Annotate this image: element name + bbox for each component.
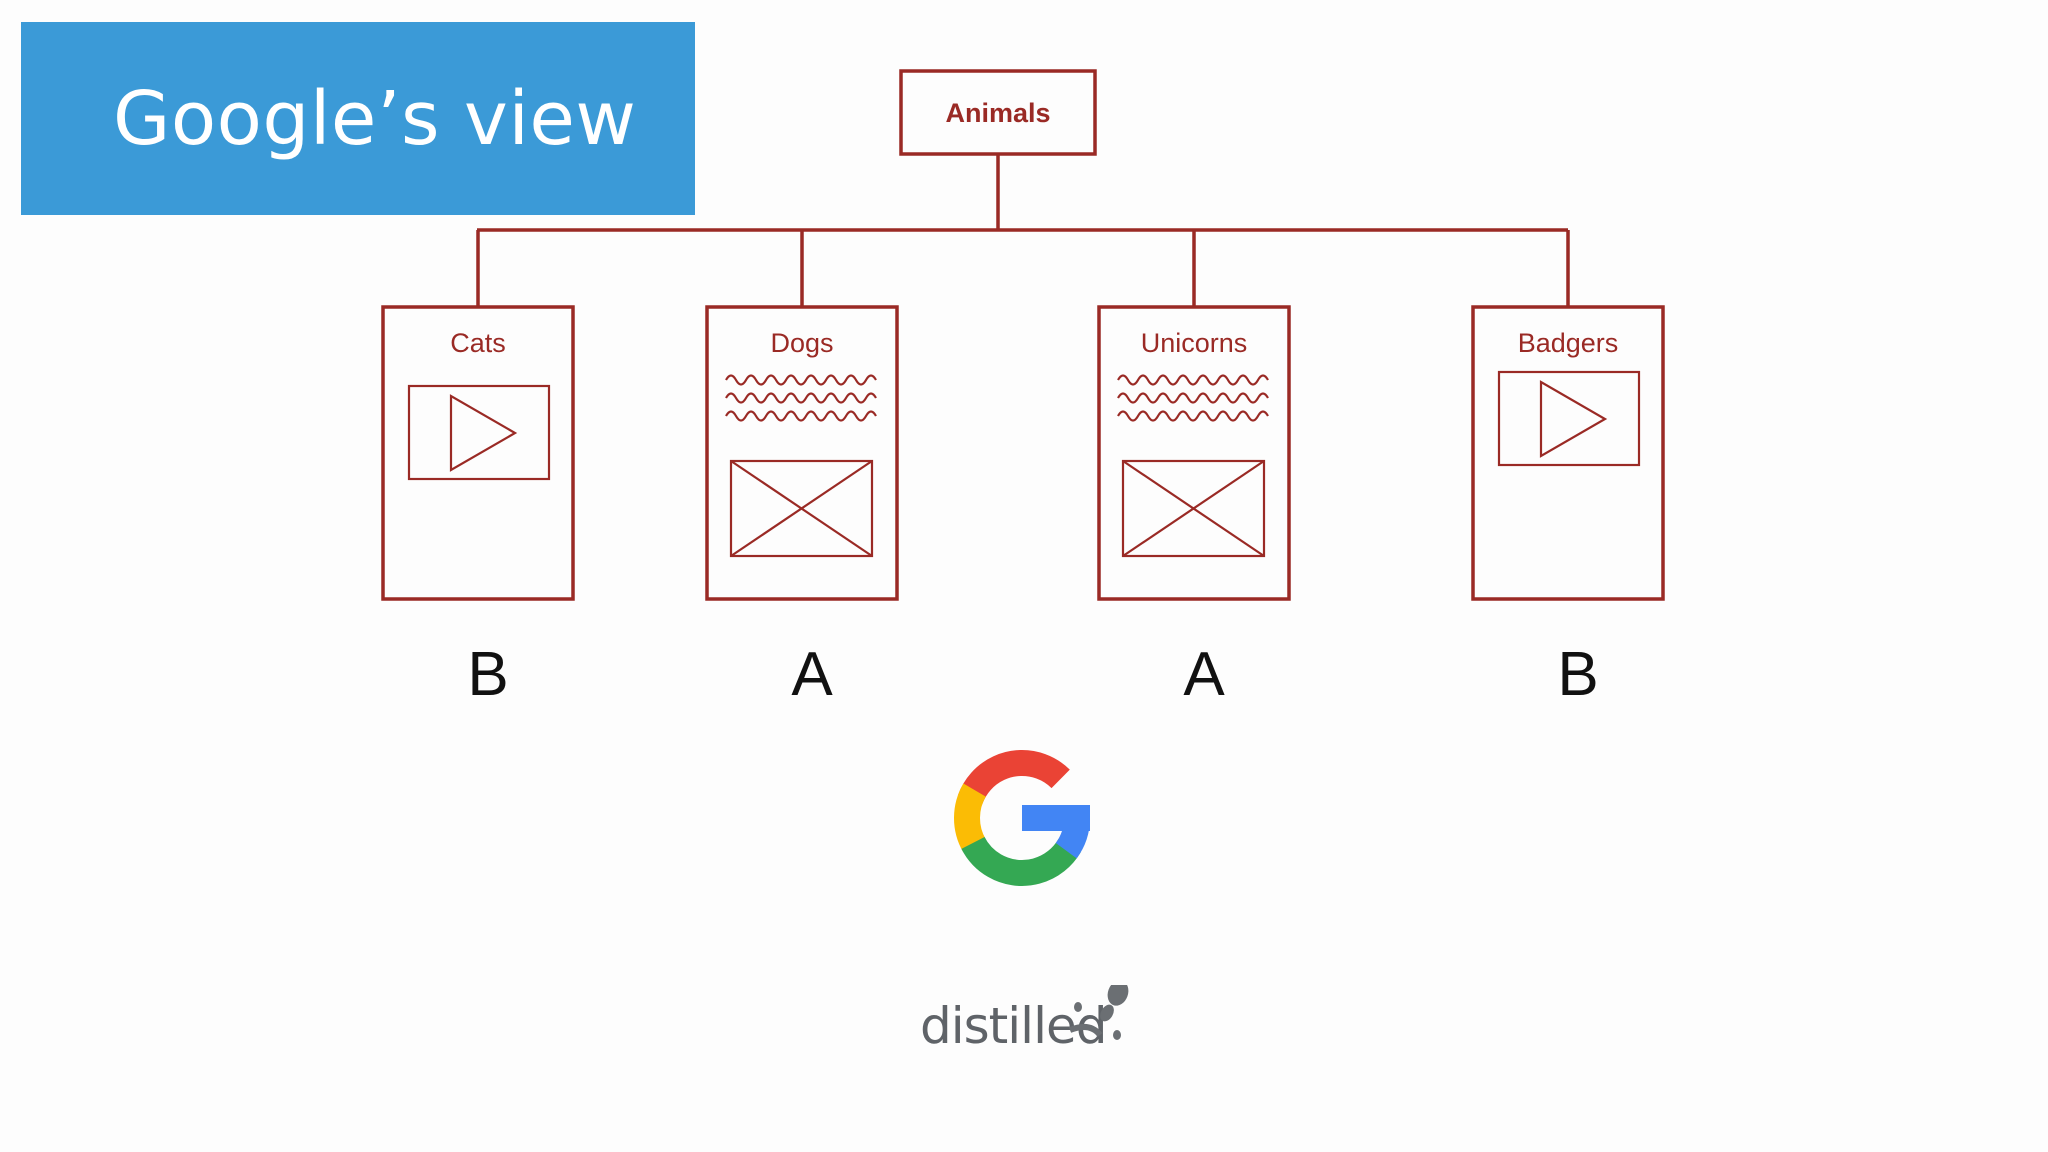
image-placeholder-icon-dogs	[729, 459, 874, 558]
grade-cats: B	[467, 640, 508, 709]
grade-dogs: A	[791, 640, 833, 709]
slide-title: Google’s view	[113, 75, 637, 162]
distilled-logo: distilled	[920, 985, 1130, 1085]
droplet-icon	[1068, 985, 1129, 1040]
video-icon-cats	[407, 384, 551, 481]
text-lines-icon-dogs	[725, 374, 877, 422]
image-placeholder-icon-unicorns	[1121, 459, 1266, 558]
child-node-label-cats: Cats	[450, 328, 506, 358]
child-node-label-unicorns: Unicorns	[1141, 328, 1248, 358]
video-icon-badgers	[1497, 370, 1641, 467]
root-node-label: Animals	[945, 98, 1050, 128]
child-node-label-dogs: Dogs	[770, 328, 833, 358]
grade-badgers: B	[1557, 640, 1598, 709]
child-node-box-unicorns	[1097, 305, 1291, 601]
grade-unicorns: A	[1183, 640, 1225, 709]
child-node-box-cats	[381, 305, 575, 601]
text-lines-icon-unicorns	[1117, 374, 1269, 422]
child-node-label-badgers: Badgers	[1518, 328, 1619, 358]
child-node-box-badgers	[1471, 305, 1665, 601]
google-logo-icon	[954, 750, 1090, 886]
title-banner: Google’s view	[21, 22, 695, 215]
child-node-box-dogs	[705, 305, 899, 601]
